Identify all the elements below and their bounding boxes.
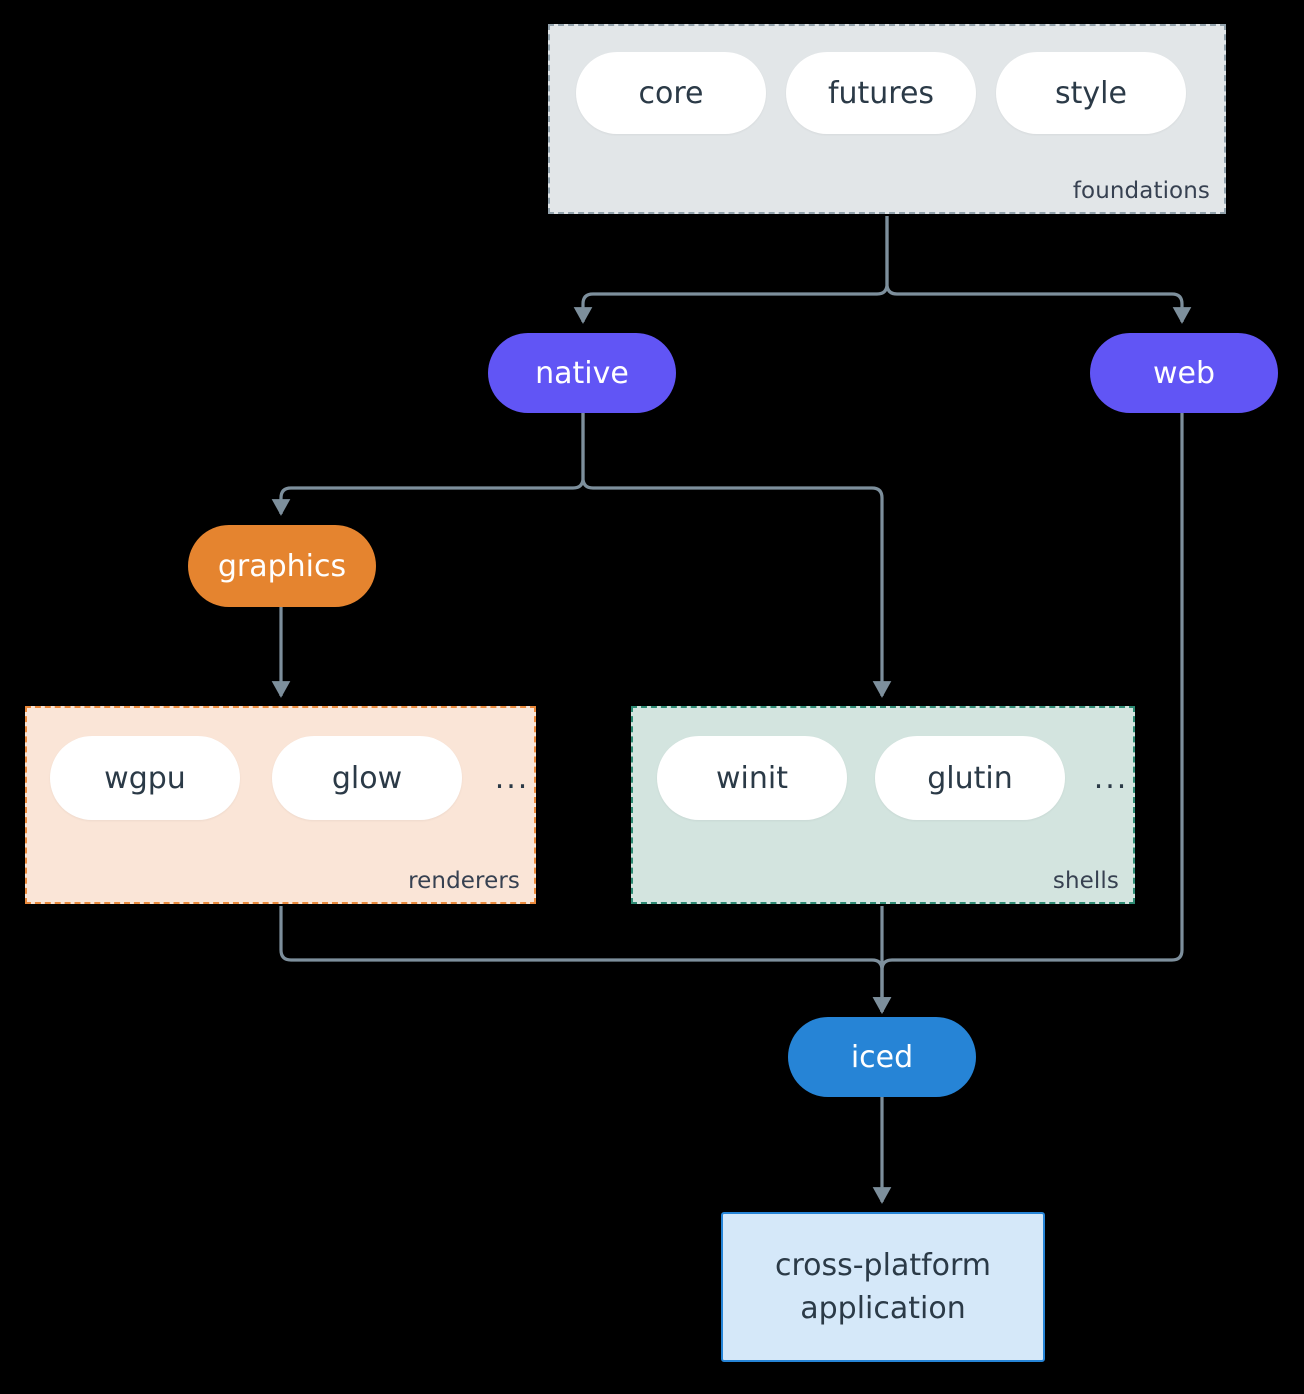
node-graphics-label: graphics xyxy=(217,548,347,584)
node-cross-platform-application[interactable]: cross-platform application xyxy=(721,1212,1045,1362)
edge-foundations-to-web xyxy=(885,216,1192,324)
node-web-label: web xyxy=(1152,355,1216,391)
group-renderers: wgpu glow ... renderers xyxy=(25,706,536,904)
renderers-more-ellipsis: ... xyxy=(482,736,542,820)
leaf-wgpu[interactable]: wgpu xyxy=(50,736,240,820)
leaf-glow[interactable]: glow xyxy=(272,736,462,820)
leaf-wgpu-label: wgpu xyxy=(104,760,186,796)
renderers-more-label: ... xyxy=(494,760,530,796)
leaf-core[interactable]: core xyxy=(576,52,766,134)
leaf-futures-label: futures xyxy=(827,75,935,111)
node-web[interactable]: web xyxy=(1090,333,1278,413)
node-native[interactable]: native xyxy=(488,333,676,413)
leaf-glutin-label: glutin xyxy=(927,760,1013,796)
group-foundations: core futures style foundations xyxy=(548,24,1226,214)
leaf-style[interactable]: style xyxy=(996,52,1186,134)
node-application-line2: application xyxy=(800,1291,966,1326)
node-iced-label: iced xyxy=(850,1039,914,1075)
leaf-core-label: core xyxy=(638,75,704,111)
leaf-style-label: style xyxy=(1055,75,1127,111)
group-foundations-label: foundations xyxy=(1072,178,1210,204)
group-shells: winit glutin ... shells xyxy=(631,706,1135,904)
edge-foundations-to-native xyxy=(573,216,889,324)
node-graphics[interactable]: graphics xyxy=(188,525,376,607)
leaf-glow-label: glow xyxy=(331,760,403,796)
node-iced[interactable]: iced xyxy=(788,1017,976,1097)
group-shells-label: shells xyxy=(1052,868,1119,894)
shells-more-label: ... xyxy=(1093,760,1129,796)
shells-more-ellipsis: ... xyxy=(1081,736,1141,820)
edge-native-to-shells xyxy=(581,413,892,698)
leaf-futures[interactable]: futures xyxy=(786,52,976,134)
edge-native-to-graphics xyxy=(271,413,585,516)
node-native-label: native xyxy=(535,355,629,391)
edge-renderers-to-iced xyxy=(279,906,892,1014)
group-renderers-label: renderers xyxy=(408,868,520,894)
leaf-winit-label: winit xyxy=(716,760,788,796)
leaf-winit[interactable]: winit xyxy=(657,736,847,820)
node-application-line1: cross-platform xyxy=(774,1247,992,1283)
leaf-glutin[interactable]: glutin xyxy=(875,736,1065,820)
